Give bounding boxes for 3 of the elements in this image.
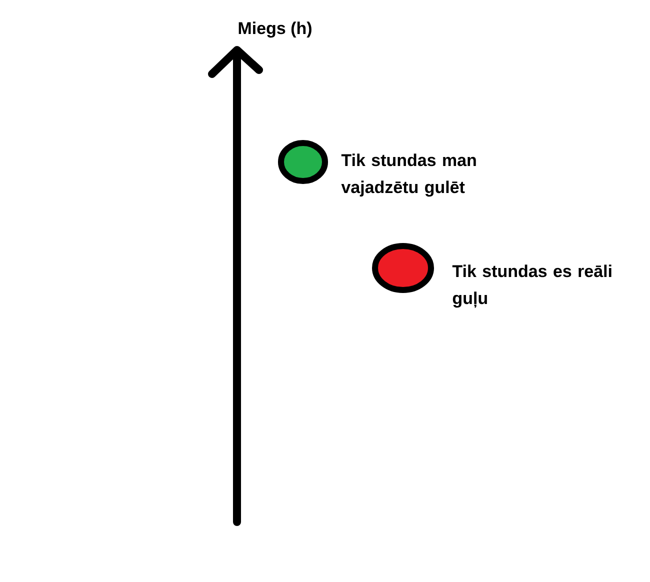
legend-text: Tik stundas es reāli guļu (452, 264, 612, 308)
legend-text: Tik stundas man vajadzētu gulēt (341, 154, 476, 197)
axis-label: Miegs (h) (238, 22, 312, 38)
